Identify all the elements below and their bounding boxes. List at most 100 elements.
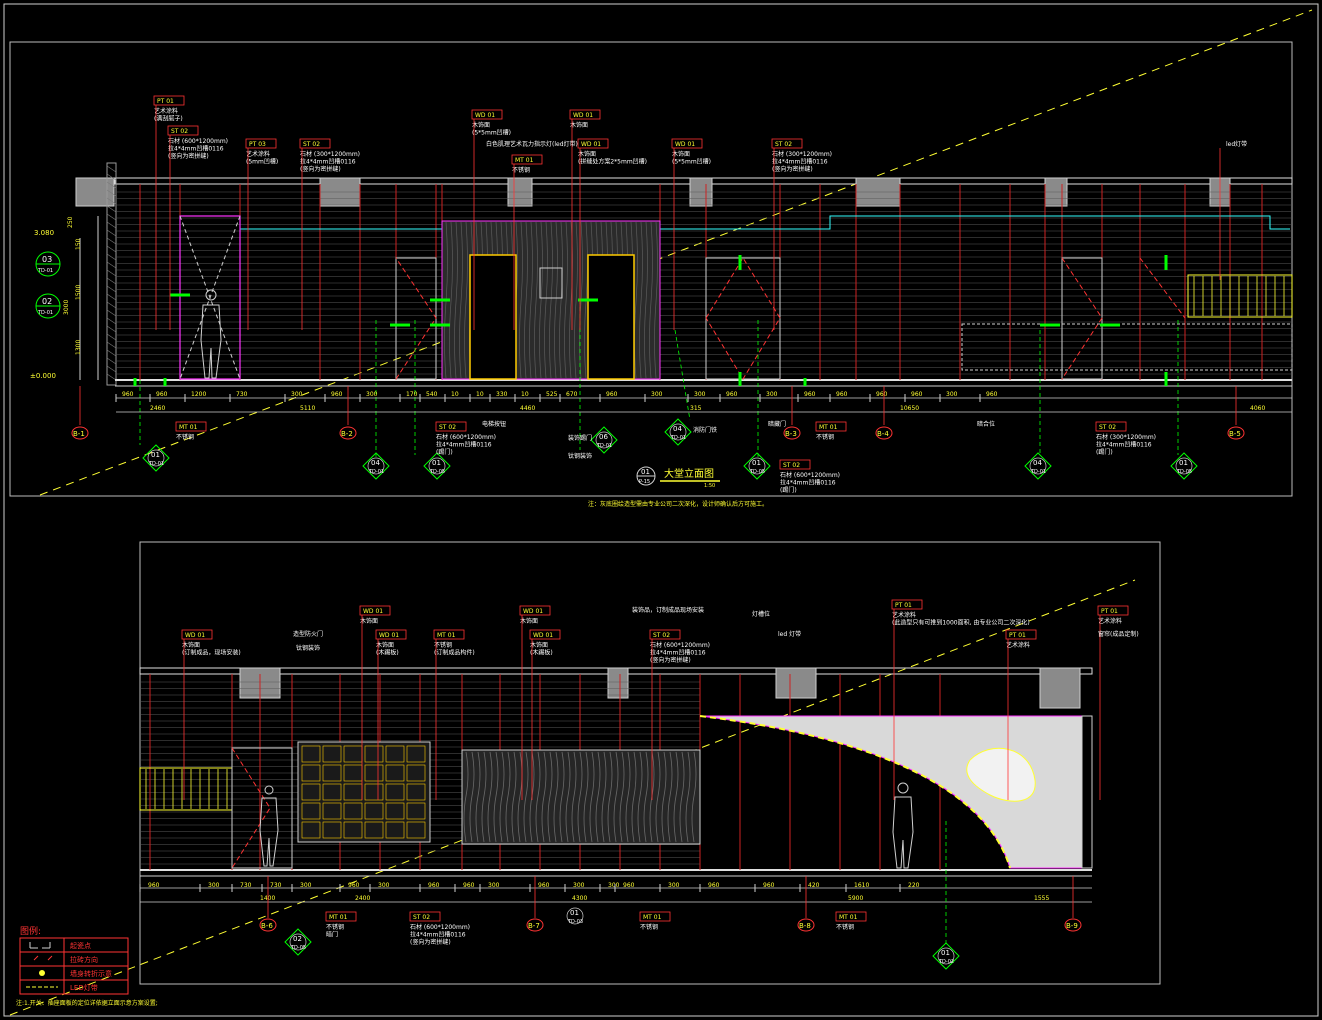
- callout-text: (满刮腻子): [154, 115, 183, 123]
- callout-text: 石材 (300*1200mm): [772, 150, 832, 158]
- dim-value: 960: [763, 882, 775, 889]
- note: 窗帘(成品定制): [1098, 630, 1139, 638]
- marker-ref: TD-05: [429, 469, 445, 475]
- callout-text: 艺术涂料: [1098, 617, 1122, 625]
- callout-text: (竖向为密拼缝): [650, 656, 691, 664]
- shelf-cell: [364, 783, 384, 801]
- counter-outline: [961, 323, 1293, 371]
- section-marker-03[interactable]: 03 TD-01: [35, 251, 61, 277]
- svg-text:02: 02: [42, 297, 52, 306]
- callout-box: [771, 138, 803, 149]
- callout-text: 不锈钢: [176, 433, 194, 441]
- shelf-grid: [301, 745, 426, 839]
- callout-text: (5*5mm凹槽): [672, 158, 711, 166]
- shelf-cell: [322, 802, 342, 820]
- callout-box: [325, 911, 357, 922]
- marker-ref: TD-05: [1176, 469, 1192, 475]
- note: 消防门铁: [693, 426, 717, 434]
- screen-wave: [625, 751, 631, 843]
- screen-wave: [631, 751, 637, 843]
- marker-ref: TD-05: [290, 945, 306, 951]
- dim-total: 1555: [1034, 895, 1049, 902]
- marker-diamond: [142, 444, 170, 472]
- dim-value: 960: [428, 882, 440, 889]
- dim-value: 960: [331, 391, 343, 398]
- dim-total: 2460: [150, 405, 165, 412]
- callout-code: MT 01: [643, 914, 662, 921]
- note: led灯带: [1226, 140, 1247, 148]
- marker-ref: TD-01: [368, 469, 384, 475]
- axis-label: B-2: [341, 430, 353, 438]
- dim-value: 420: [808, 882, 820, 889]
- elevator-button-panel: [539, 267, 563, 299]
- callout-text: 木饰面: [376, 641, 394, 649]
- dim-value: 730: [270, 882, 282, 889]
- screen-wave: [661, 751, 667, 843]
- screen-wave: [613, 751, 619, 843]
- callout-box: [649, 629, 681, 640]
- callout-code: ST 02: [653, 632, 670, 639]
- callout-text: 艺术涂料: [154, 107, 178, 115]
- legend-title: 图例:: [20, 925, 41, 937]
- callout-code: PT 01: [157, 98, 174, 105]
- dim-value: 960: [911, 391, 923, 398]
- door-openings: [395, 257, 1186, 380]
- marker-number: 01: [941, 949, 950, 957]
- marker-ref: TD-05: [749, 469, 765, 475]
- fire-door[interactable]: [231, 747, 293, 869]
- screen-wave: [607, 751, 613, 843]
- dim-value: 300: [208, 882, 220, 889]
- shelf-cell: [385, 764, 405, 782]
- callout-box: [671, 138, 703, 149]
- callout-text: 拉4*4mm凹槽0116: [1096, 441, 1152, 449]
- marker-circle: [595, 431, 613, 449]
- grain: [524, 221, 528, 379]
- callout-text: 不锈钢: [326, 923, 344, 931]
- note: 电梯按钮: [482, 420, 506, 428]
- callout-code: MT 01: [819, 424, 838, 431]
- callout-text: 不锈钢: [816, 433, 834, 441]
- callout-box: [153, 95, 185, 106]
- grain: [529, 221, 533, 379]
- level-top: 3.080: [34, 229, 54, 237]
- screen-wave: [643, 751, 649, 843]
- callout-box: [779, 459, 811, 470]
- callout-code: WD 01: [475, 112, 495, 119]
- marker-diamond: [362, 452, 390, 480]
- elevator-door-right[interactable]: [587, 254, 635, 380]
- hatch: [106, 357, 117, 365]
- hatch: [106, 269, 117, 277]
- axis-label: B-8: [799, 922, 811, 930]
- svg-text:TD-01: TD-01: [37, 268, 53, 274]
- shelf-cell: [364, 764, 384, 782]
- art-panel-magenta: [179, 215, 241, 380]
- callout-text: 不锈钢: [512, 166, 530, 174]
- callout-code: ST 02: [439, 424, 456, 431]
- callout-text: (踢门): [436, 448, 453, 456]
- dim-total: 5900: [848, 895, 863, 902]
- screen-wave: [565, 751, 571, 843]
- callout-box: [815, 421, 847, 432]
- marker-circle: [147, 449, 165, 467]
- callout-code: WD 01: [379, 632, 399, 639]
- callout-text: 木饰面: [472, 121, 490, 129]
- hatch: [106, 293, 117, 301]
- callout-box: [435, 421, 467, 432]
- marker-circle: [566, 907, 584, 925]
- match-line-upper: [39, 9, 1313, 496]
- elevator-door-left[interactable]: [469, 254, 517, 380]
- dim-value: 300: [488, 882, 500, 889]
- callout-box: [529, 629, 561, 640]
- callout-text: (踢门): [780, 486, 797, 494]
- callout-code: ST 02: [1099, 424, 1116, 431]
- section-marker-02[interactable]: 02 TD-01: [35, 293, 61, 319]
- callout-code: ST 02: [303, 141, 320, 148]
- callout-text: 木饰面: [570, 121, 588, 129]
- marker-number: 01: [752, 459, 761, 467]
- dim-value: 960: [623, 882, 635, 889]
